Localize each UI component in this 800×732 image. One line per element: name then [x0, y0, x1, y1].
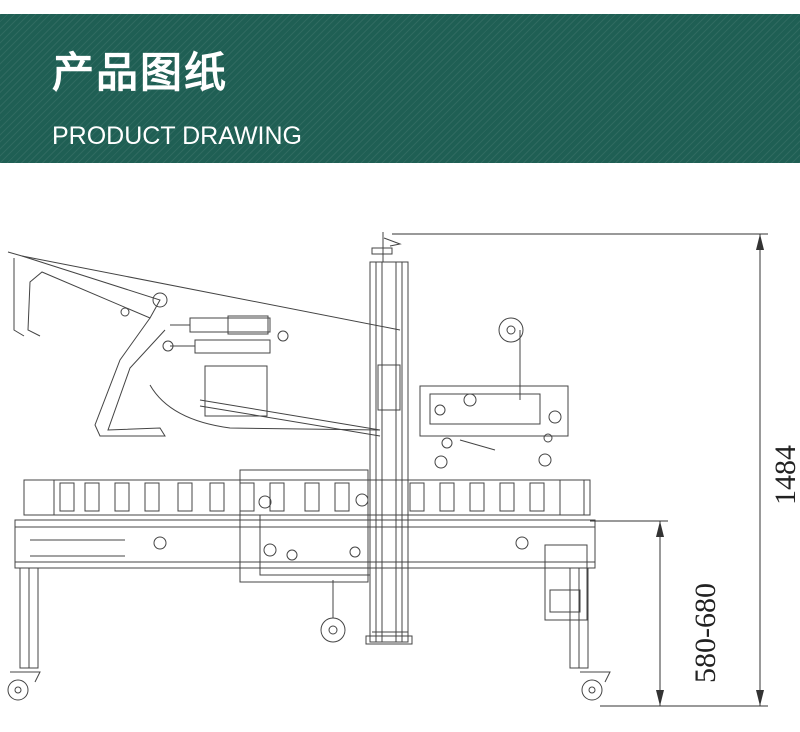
machine-frame	[14, 469, 596, 583]
header-banner: 产品图纸 PRODUCT DRAWING	[0, 14, 800, 163]
legs-and-casters	[7, 544, 611, 701]
flap-folder-arm	[7, 251, 401, 437]
page-title: 产品图纸	[52, 48, 229, 97]
guide-plate	[199, 365, 381, 437]
bottom-taping-head	[320, 580, 346, 643]
dimension-arrows	[656, 234, 764, 706]
pneumatic-cylinders	[170, 315, 289, 354]
dimension-lines	[392, 233, 768, 707]
top-taping-head	[419, 317, 569, 469]
page-subtitle: PRODUCT DRAWING	[52, 122, 302, 150]
center-column	[365, 232, 413, 645]
dimension-table-height: 580-680	[689, 583, 722, 683]
conveyor-rollers	[23, 479, 591, 516]
dimension-total-height: 1484	[769, 445, 800, 505]
